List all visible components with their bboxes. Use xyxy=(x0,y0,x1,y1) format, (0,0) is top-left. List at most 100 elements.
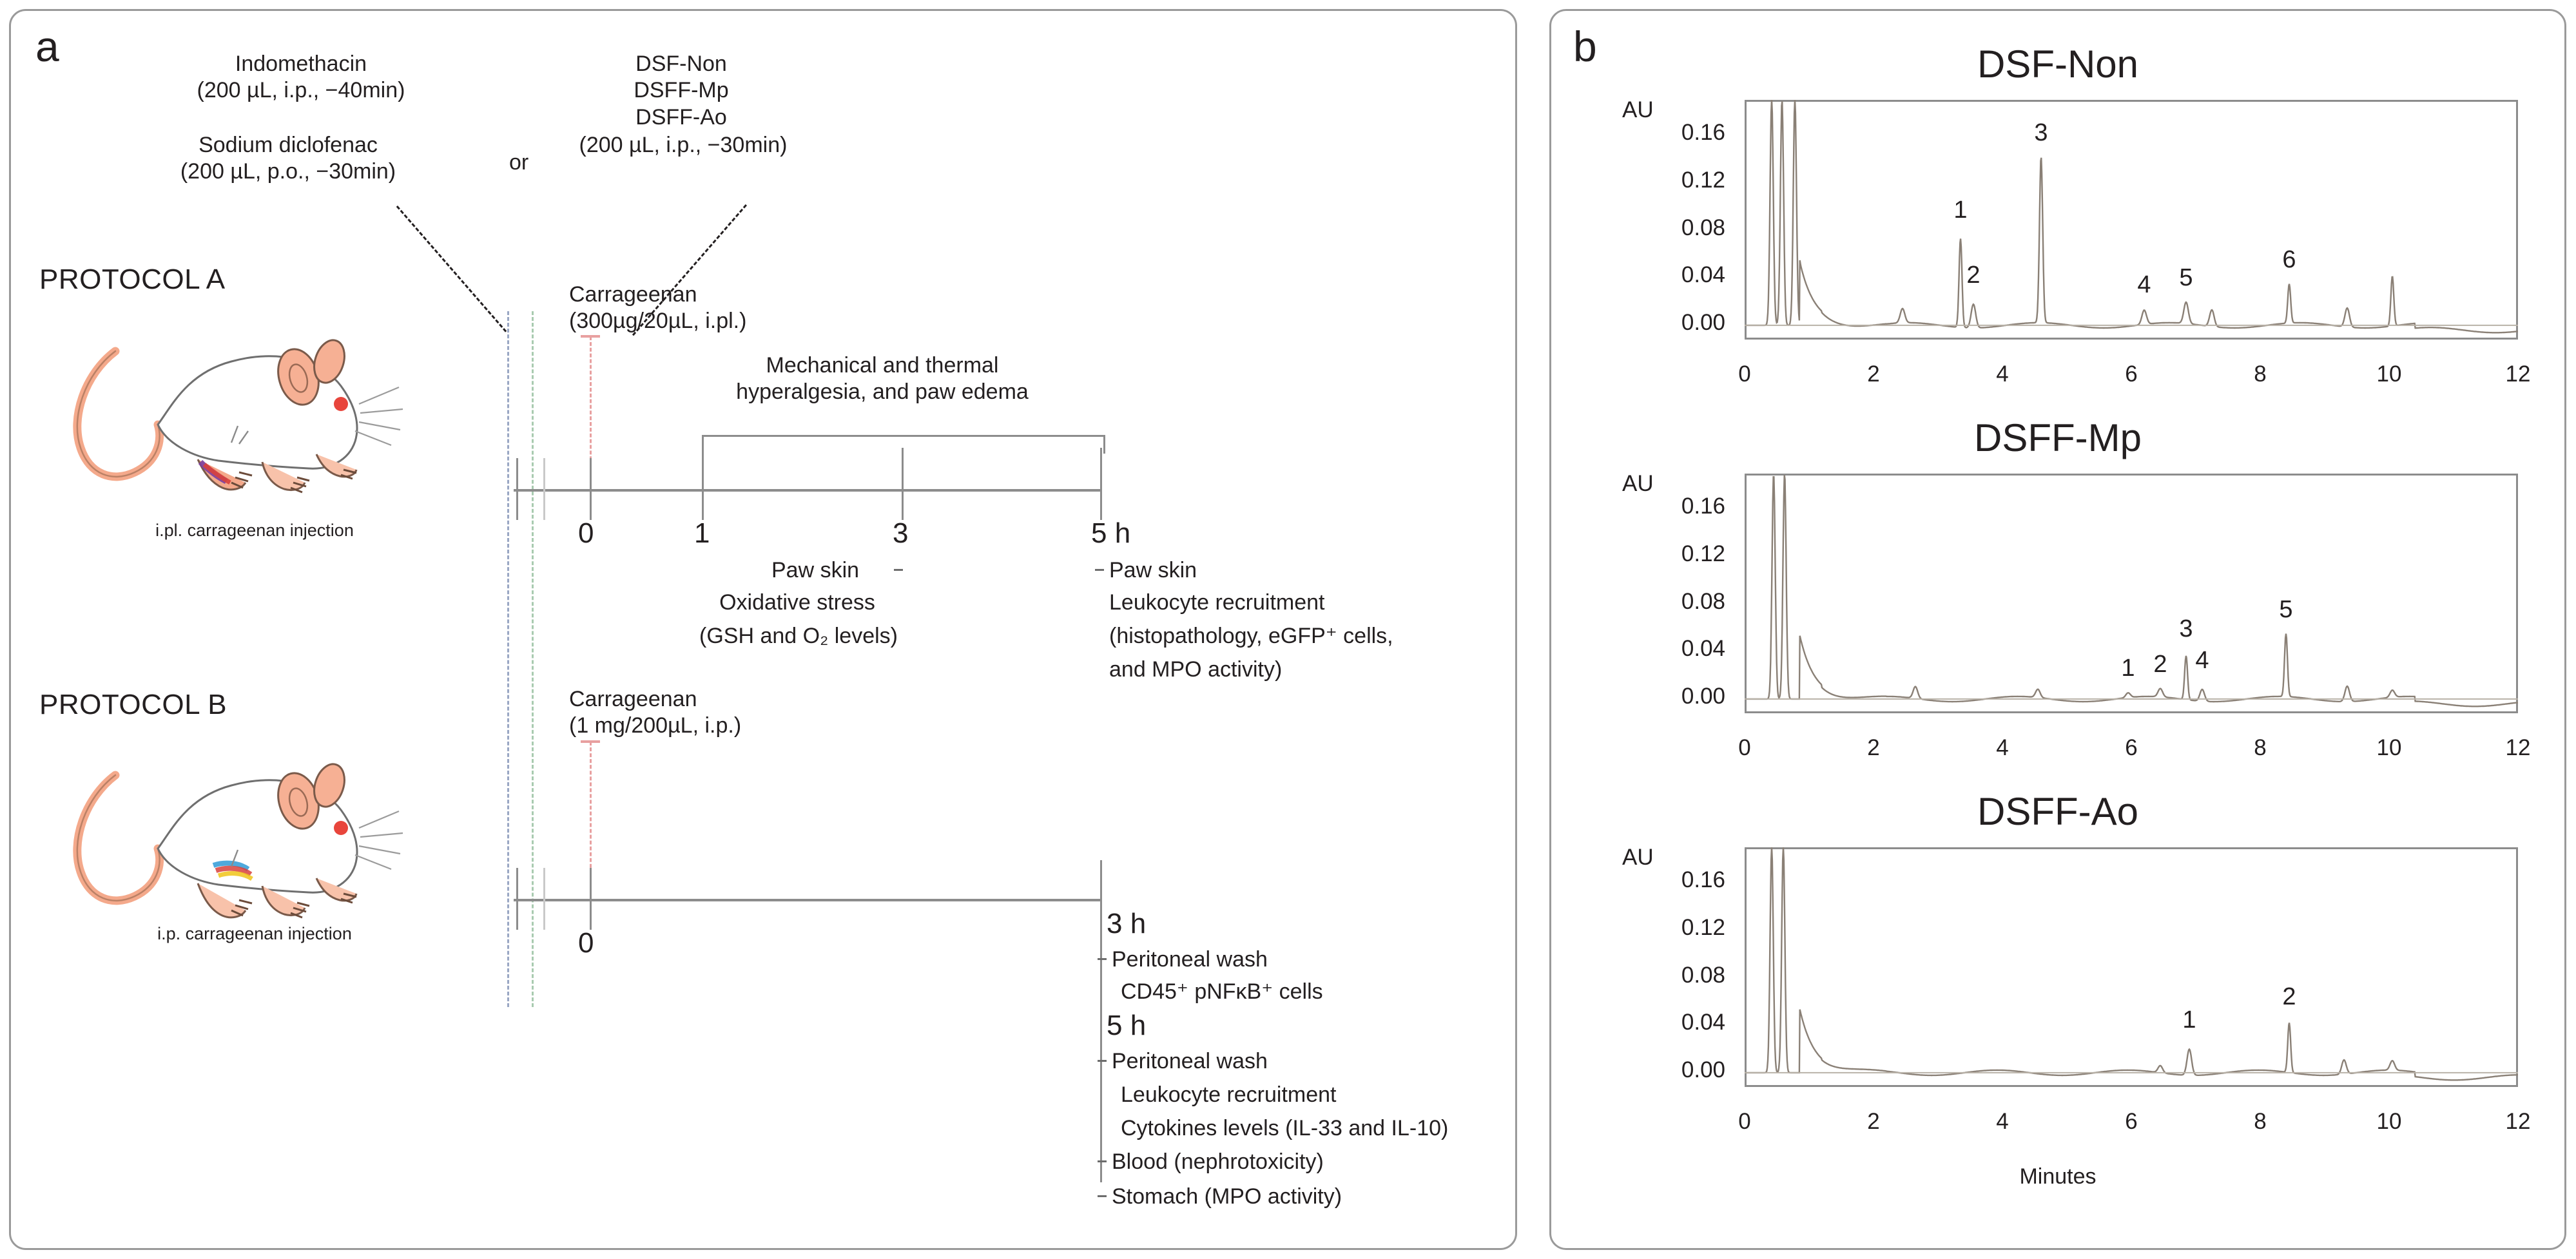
chromatogram-trace-0 xyxy=(1745,100,2519,334)
peak-label-1-4: 4 xyxy=(2195,647,2209,675)
vertical-dash-blue xyxy=(507,311,509,1007)
peak-label-0-3: 3 xyxy=(2034,119,2048,147)
y-tick-label-2-2: 0.08 xyxy=(1681,962,1725,988)
peak-label-1-5: 5 xyxy=(2279,596,2293,624)
x-tick-label-2-4: 8 xyxy=(2254,1109,2267,1134)
chromatogram-trace-2 xyxy=(1745,847,2518,1081)
peak-label-1-2: 2 xyxy=(2153,651,2167,678)
peak-label-0-6: 6 xyxy=(2282,246,2296,274)
x-tick-label-1-1: 2 xyxy=(1867,735,1880,760)
endpoint-b-blood-marker xyxy=(1098,1160,1107,1162)
x-tick-label-1-3: 6 xyxy=(2125,735,2138,760)
timeline-a-tick-0 xyxy=(590,458,592,520)
x-tick-label-1-0: 0 xyxy=(1738,735,1751,760)
formulations-label: DSF-Non DSFF-Mp DSFF-Ao xyxy=(634,52,729,130)
endpoint-a-3h-line2: Oxidative stress xyxy=(719,590,875,615)
y-tick-label-0-0: 0.00 xyxy=(1681,309,1725,335)
mouse-caption-b: i.p. carrageenan injection xyxy=(157,924,352,943)
y-tick-label-1-1: 0.04 xyxy=(1681,636,1725,662)
y-tick-label-0-2: 0.08 xyxy=(1681,215,1725,240)
y-tick-label-0-4: 0.16 xyxy=(1681,120,1725,146)
sodium-diclofenac-label: Sodium diclofenac (200 µL, p.o., −30min) xyxy=(180,133,396,184)
endpoint-a-3h-line3: (GSH and O₂ levels) xyxy=(699,624,898,648)
endpoint-a-3h-line1: Paw skin xyxy=(771,558,860,582)
x-tick-label-2-2: 4 xyxy=(1996,1109,2009,1134)
peak-label-0-4: 4 xyxy=(2137,271,2151,298)
x-axis-caption-2: Minutes xyxy=(2019,1164,2097,1189)
x-tick-label-1-2: 4 xyxy=(1996,735,2009,760)
y-tick-label-0-1: 0.04 xyxy=(1681,262,1725,288)
x-tick-label-0-6: 12 xyxy=(2505,361,2531,387)
plot-area-1 xyxy=(1745,474,2518,713)
carrageenan-a-arrow-cap xyxy=(581,335,600,338)
timeline-a-axis xyxy=(514,489,1101,492)
y-tick-label-1-0: 0.00 xyxy=(1681,683,1725,709)
protocol-a-title: PROTOCOL A xyxy=(39,264,226,295)
y-tick-label-0-3: 0.12 xyxy=(1681,167,1725,193)
mouse-illustration-a xyxy=(38,328,450,524)
timeline-b-tick-0 xyxy=(590,868,592,930)
endpoint-b-3h-line2: CD45⁺ pNFκB⁺ cells xyxy=(1121,979,1323,1004)
x-tick-label-2-1: 2 xyxy=(1867,1109,1880,1134)
indomethacin-label: Indomethacin (200 µL, i.p., −40min) xyxy=(197,52,405,103)
peak-label-2-1: 1 xyxy=(2182,1006,2196,1034)
carrageenan-a-arrow xyxy=(590,336,592,472)
endpoint-b-3h-label: 3 h xyxy=(1107,908,1147,939)
x-tick-label-1-5: 10 xyxy=(2376,735,2402,760)
assessment-bracket xyxy=(702,435,1105,454)
y-axis-unit-1: AU xyxy=(1622,471,1654,496)
timeline-a-label-0: 0 xyxy=(578,517,594,549)
endpoint-b-5h-marker xyxy=(1098,1060,1107,1062)
endpoint-b-5h-line2: Leukocyte recruitment xyxy=(1121,1082,1337,1107)
assessment-bracket-label: Mechanical and thermal hyperalgesia, and… xyxy=(736,353,1029,405)
y-axis-unit-0: AU xyxy=(1622,97,1654,122)
endpoint-b-3h-line1: Peritoneal wash xyxy=(1112,947,1268,972)
endpoint-b-5h-line1: Peritoneal wash xyxy=(1112,1049,1268,1073)
endpoint-b-stomach-marker xyxy=(1098,1195,1107,1197)
timeline-a-tick-3 xyxy=(902,448,904,520)
peak-label-0-2: 2 xyxy=(1966,262,1980,289)
timeline-b-label-0: 0 xyxy=(578,927,594,959)
timeline-a-axis-endcap xyxy=(516,458,518,520)
carrageenan-b-arrow-cap xyxy=(581,740,600,743)
timeline-b-axis-endcap2 xyxy=(543,868,545,930)
panel-b-letter: b xyxy=(1573,23,1597,70)
y-tick-label-2-4: 0.16 xyxy=(1681,867,1725,893)
peak-label-1-1: 1 xyxy=(2121,654,2135,682)
protocol-b-title: PROTOCOL B xyxy=(39,689,228,720)
endpoint-a-5h-line1: Paw skin xyxy=(1109,558,1197,582)
chromatogram-title-0: DSF-Non xyxy=(1977,43,2139,86)
y-axis-unit-2: AU xyxy=(1622,845,1654,870)
carrageenan-b-label: Carrageenan (1 mg/200µL, i.p.) xyxy=(569,687,742,738)
x-tick-label-0-2: 4 xyxy=(1996,361,2009,387)
x-tick-label-1-6: 12 xyxy=(2505,735,2531,760)
endpoint-a-5h-marker xyxy=(1095,569,1104,571)
y-tick-label-2-3: 0.12 xyxy=(1681,914,1725,940)
peak-label-1-3: 3 xyxy=(2179,615,2193,642)
x-tick-label-2-5: 10 xyxy=(2376,1109,2402,1134)
endpoint-a-3h-marker xyxy=(894,569,903,571)
endpoint-a-5h-line3: (histopathology, eGFP⁺ cells, xyxy=(1109,624,1393,648)
timeline-a-axis-endcap2 xyxy=(543,458,545,520)
endpoint-b-5h-label: 5 h xyxy=(1107,1010,1147,1041)
x-tick-label-0-1: 2 xyxy=(1867,361,1880,387)
chromatogram-trace-1 xyxy=(1745,475,2519,707)
mouse-caption-a: i.pl. carrageenan injection xyxy=(155,521,354,540)
or-label: or xyxy=(509,150,529,175)
x-tick-label-0-0: 0 xyxy=(1738,361,1751,387)
plot-area-0 xyxy=(1745,100,2518,340)
x-tick-label-1-4: 8 xyxy=(2254,735,2267,760)
endpoint-a-5h-line2: Leukocyte recruitment xyxy=(1109,590,1325,615)
panel-a: a Indomethacin (200 µL, i.p., −40min) So… xyxy=(9,9,1517,1250)
chromatogram-title-2: DSFF-Ao xyxy=(1977,790,2139,833)
endpoint-b-3h-marker xyxy=(1098,958,1107,960)
formulations-dose-label: (200 µL, i.p., −30min) xyxy=(579,133,788,157)
plot-area-2 xyxy=(1745,847,2518,1087)
peak-label-0-1: 1 xyxy=(1953,196,1968,224)
carrageenan-a-label: Carrageenan (300µg/20µL, i.pl.) xyxy=(569,282,747,334)
y-tick-label-2-1: 0.04 xyxy=(1681,1010,1725,1035)
endpoint-b-5h-line5: Stomach (MPO activity) xyxy=(1112,1184,1342,1209)
connector-dash-left xyxy=(396,206,507,332)
